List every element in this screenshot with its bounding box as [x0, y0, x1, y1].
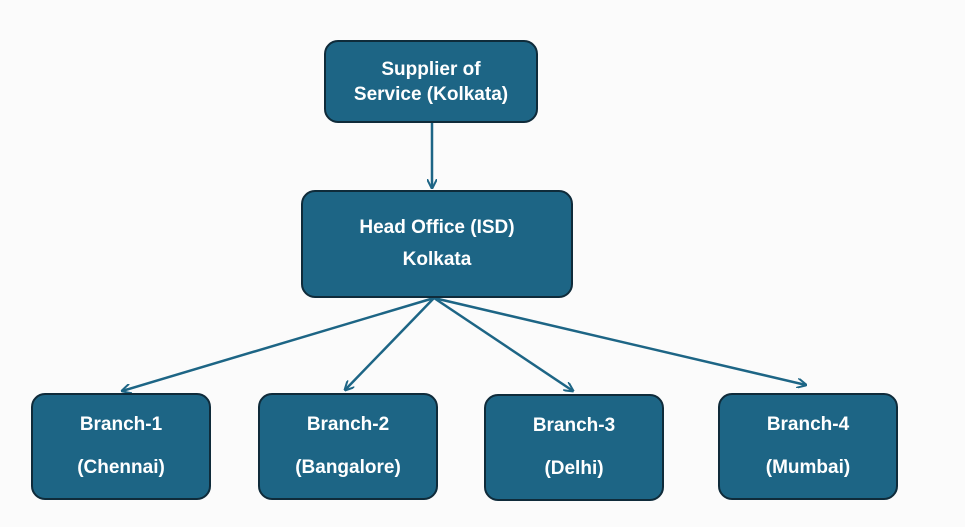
branch-1-name: Branch-1 [79, 414, 163, 435]
branch-4-city: (Mumbai) [765, 457, 851, 478]
branch-node-3: Branch-3 (Delhi) [484, 394, 664, 501]
branch-node-4: Branch-4 (Mumbai) [718, 393, 898, 500]
supplier-node: Supplier of Service (Kolkata) [324, 40, 538, 123]
head-office-label-line2: Kolkata [402, 249, 472, 270]
head-office-node: Head Office (ISD) Kolkata [301, 190, 573, 298]
arrow-head-office-to-branch-2 [345, 297, 435, 390]
branch-3-name: Branch-3 [532, 415, 616, 436]
head-office-label-line1: Head Office (ISD) [359, 217, 515, 238]
branch-node-1: Branch-1 (Chennai) [31, 393, 211, 500]
branch-3-city: (Delhi) [544, 458, 604, 479]
supplier-label-line1: Supplier of [381, 58, 481, 80]
branch-4-name: Branch-4 [766, 414, 850, 435]
branch-2-city: (Bangalore) [295, 457, 401, 478]
branch-2-name: Branch-2 [306, 414, 390, 435]
branch-node-2: Branch-2 (Bangalore) [258, 393, 438, 500]
supplier-label-line2: Service (Kolkata) [353, 83, 509, 105]
arrow-head-office-to-branch-3 [433, 296, 573, 391]
arrow-head-office-to-branch-1 [122, 296, 435, 391]
arrow-head-office-to-branch-4 [433, 296, 806, 385]
branch-1-city: (Chennai) [77, 457, 165, 478]
